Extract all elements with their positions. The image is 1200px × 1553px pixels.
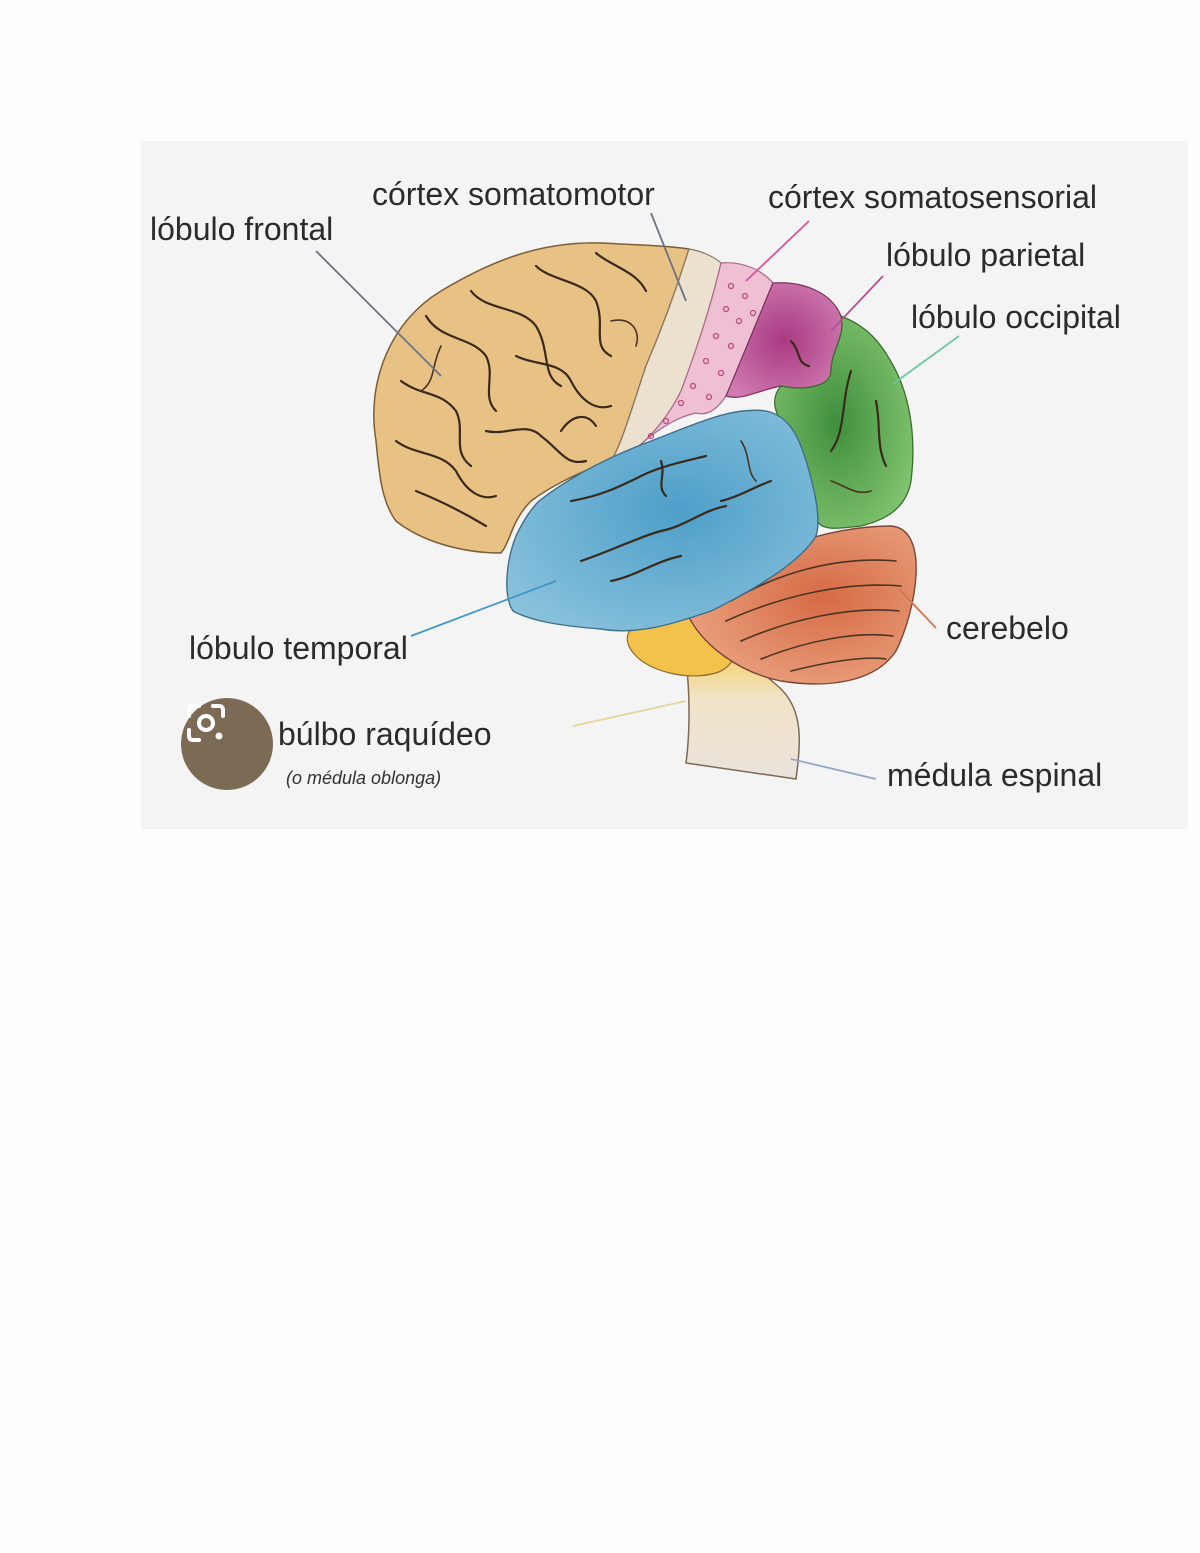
- label-temporal-lobe: lóbulo temporal: [189, 630, 408, 666]
- label-motor-cortex: córtex somatomotor: [372, 176, 655, 212]
- frontal-sulci: [394, 251, 648, 528]
- label-medulla: búlbo raquídeo: [278, 716, 492, 752]
- label-frontal-lobe: lóbulo frontal: [150, 211, 333, 247]
- label-sensory-cortex: córtex somatosensorial: [768, 179, 1097, 215]
- label-cerebellum: cerebelo: [946, 610, 1069, 646]
- sensory-dots: [647, 282, 757, 440]
- leader-spinal: [790, 758, 877, 780]
- label-parietal-lobe: lóbulo parietal: [886, 237, 1085, 273]
- google-lens-icon: [187, 704, 225, 742]
- leader-motor: [650, 212, 687, 302]
- leader-temporal: [410, 580, 557, 637]
- brain-svg: lóbulo frontal córtex somatomotor córtex…: [150, 176, 1121, 793]
- temporal-lobe-region: [506, 409, 819, 632]
- google-lens-button[interactable]: [181, 698, 273, 790]
- leader-sensory: [745, 220, 810, 282]
- label-occipital-lobe: lóbulo occipital: [911, 299, 1121, 335]
- label-spinal-cord: médula espinal: [887, 757, 1102, 793]
- brain-diagram: lóbulo frontal córtex somatomotor córtex…: [141, 141, 1188, 829]
- occipital-sulci: [829, 369, 888, 494]
- leader-medulla: [572, 700, 687, 727]
- leader-frontal: [315, 250, 442, 377]
- leader-occipital: [892, 335, 960, 385]
- leader-cerebellum: [898, 588, 937, 629]
- leader-parietal: [830, 275, 884, 332]
- temporal-sulci: [569, 440, 773, 583]
- leader-lines: [315, 212, 960, 780]
- label-medulla-sub: (o médula oblonga): [286, 768, 441, 788]
